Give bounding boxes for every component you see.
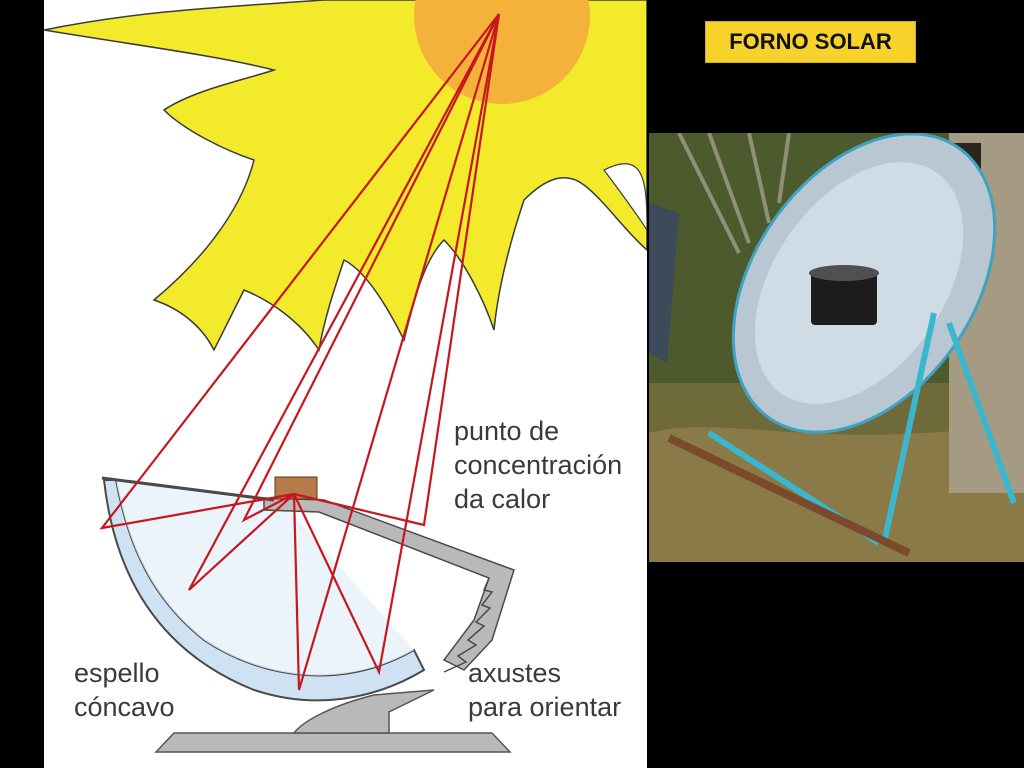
stand-pillar-shape <box>292 689 435 734</box>
concentration-point-line-3: da calor <box>454 484 551 514</box>
concave-mirror-line-1: espello <box>74 658 160 688</box>
stand-base-shape <box>154 732 512 753</box>
concentration-point-label: punto de concentración da calor <box>454 414 622 516</box>
tree-branches-shape <box>677 133 791 254</box>
concentration-point-line-2: concentración <box>454 450 623 480</box>
pot-lid-shape <box>809 265 879 281</box>
photo-illustration <box>649 133 1024 562</box>
support-arm-shape <box>263 497 515 671</box>
solar-cooker-diagram <box>44 0 647 753</box>
sun-core-shape <box>414 0 590 104</box>
concentration-point-line-1: punto de <box>454 416 560 446</box>
light-rays-shape <box>99 13 501 691</box>
concave-mirror-label: espello cóncavo <box>74 656 175 724</box>
rim-bar-shape <box>101 476 275 502</box>
adjustments-line-1: axustes <box>468 658 562 688</box>
adjustments-line-2: para orientar <box>468 692 622 722</box>
solar-cooker-photo <box>649 133 1024 562</box>
title-badge: FORNO SOLAR <box>705 21 916 63</box>
mirror-reflection-shape <box>116 480 414 676</box>
adjustment-teeth-shape <box>443 577 494 673</box>
rust-base-shape <box>667 434 911 557</box>
concave-mirror-line-2: cóncavo <box>74 692 175 722</box>
solar-panel-shape <box>649 203 679 363</box>
white-patch-shape <box>603 163 647 232</box>
adjustments-label: axustes para orientar <box>468 656 621 724</box>
pot-shape <box>811 273 877 325</box>
diagram-panel: punto de concentración da calor espello … <box>44 0 647 768</box>
